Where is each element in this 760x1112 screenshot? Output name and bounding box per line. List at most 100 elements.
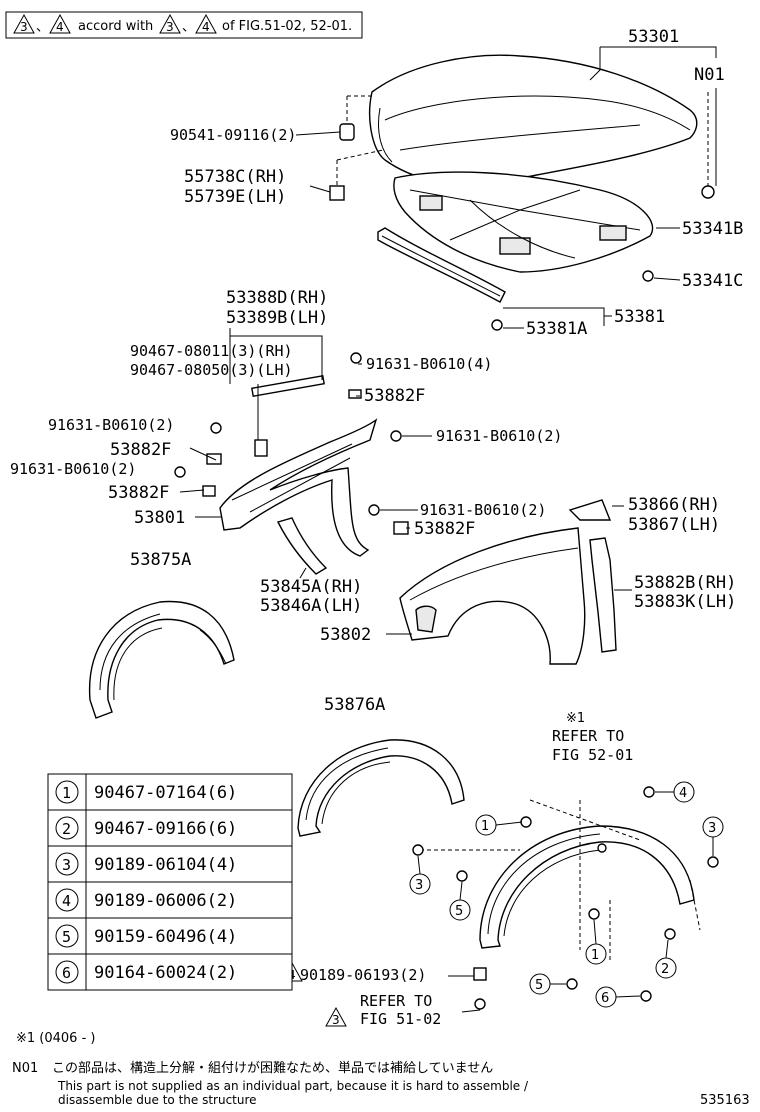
figure-number: 535163 [700,1093,750,1108]
callout-3b: 3 [708,821,716,836]
note-triangle-b: 4 [56,20,64,34]
clip-53882f-1 [348,389,362,399]
note-triangle-a: 3 [20,20,28,34]
footer-en2: disassemble due to the structure [58,1093,257,1107]
fender-liner-53876a [297,739,465,837]
footer-en1: This part is not supplied as an individu… [57,1079,529,1093]
label-90467a: 90467-08011(3)(RH) [130,342,293,360]
label-refer2-b: FIG 51-02 [360,1010,441,1028]
label-53876a: 53876A [324,695,385,715]
front-fender-panel [399,527,586,665]
label-53845a: 53845A(RH) [260,577,362,597]
hood-panel [369,54,698,186]
hood-seal-strip [377,227,506,303]
label-53882f-4: 53882F [414,519,475,539]
callout-1a: 1 [481,819,489,834]
table-row-number: 4 [62,892,71,910]
label-55739: 55739E(LH) [184,187,286,207]
label-refer1-a: REFER TO [552,727,624,745]
table-row-part-number: 90189-06006(2) [94,891,237,911]
cushion-90541 [339,123,355,141]
label-91631-2d: 91631-B0610(2) [420,501,546,519]
label-refer1-mark: ※1 [566,711,585,726]
table-callout-circle [55,960,79,984]
callout-circles: 1 1 2 3 3 4 5 5 6 [409,781,724,1008]
label-n01: N01 [694,65,725,85]
clip-53882f-3 [202,485,216,497]
table-callout-circle [55,816,79,840]
bolt-91631-4 [350,352,362,364]
table-row-number: 3 [62,856,71,874]
callout-2: 2 [661,962,669,977]
label-53846a: 53846A(LH) [260,596,362,616]
clip-53341c [642,270,654,282]
table-row-part-number: 90467-09166(6) [94,819,237,839]
note-middle: accord with [78,19,153,34]
label-53801: 53801 [134,508,185,528]
callout-1b: 1 [591,948,599,963]
table-callout-circle [55,888,79,912]
callout-5b: 5 [535,978,543,993]
table-cell-part [85,809,293,847]
table-cell-part [85,917,293,955]
table-callout-circle [55,924,79,948]
clip-53381a [491,319,503,331]
table-row-part-number: 90159-60496(4) [94,927,237,947]
callout-5a: 5 [455,904,463,919]
fender-liner-detail [420,799,701,960]
table-row-number: 1 [62,784,71,802]
label-91631-2c: 91631-B0610(2) [436,427,562,445]
fender-seal-53388 [251,374,325,398]
label-90189-06193: 90189-06193(2) [300,966,426,984]
note-triangle-d: 4 [202,20,210,34]
callout-4: 4 [679,786,687,801]
label-53381: 53381 [614,307,665,327]
fender-inner-bracket [219,374,378,557]
label-90467b: 90467-08050(3)(LH) [130,361,293,379]
note-tail: of FIG.51-02, 52-01. [222,19,352,34]
bolt-91631-2b [174,466,186,478]
bolt-91631-2d [368,504,380,516]
label-53882f-1: 53882F [364,386,425,406]
table-row-number: 5 [62,928,71,946]
leader-lines [179,46,717,1013]
table-cell-part [85,845,293,883]
label-53875a: 53875A [130,550,191,570]
bolt-n01 [701,185,715,199]
bolt-91631-2c [390,430,402,442]
footnote-refer: ※1 (0406 - ) [16,1031,95,1046]
label-91631-2b: 91631-B0610(2) [10,460,136,478]
table-row-part-number: 90189-06104(4) [94,855,237,875]
table-cell-part [85,773,293,811]
table-row-part-number: 90164-60024(2) [94,963,237,983]
label-refer2-a: REFER TO [360,992,432,1010]
footer-code: N01 [12,1061,38,1076]
fender-bracket [276,517,328,575]
note-sep-b: 、 [182,20,195,35]
fender-fasteners [174,352,409,535]
hood-fasteners [329,92,715,331]
fender-liner-53875a [88,600,235,719]
clip-53882f-4 [393,521,409,535]
fender-support-53866 [568,499,612,521]
table-callout-circle [55,780,79,804]
part-labels: 53301 N01 90541-09116(2) 55738C(RH) 5573… [10,27,743,1028]
hood-inner-panel [393,171,654,273]
label-53381a: 53381A [526,319,587,339]
label-53866: 53866(RH) [628,495,720,515]
label-tri-3: 3 [332,1013,340,1027]
bolt-91631-2a [210,422,222,434]
liner-fasteners [412,786,719,1010]
label-53802: 53802 [320,625,371,645]
note-sep-a: 、 [36,20,49,35]
table-row-number: 6 [62,964,71,982]
label-53388: 53388D(RH) [226,288,328,308]
label-53389: 53389B(LH) [226,308,328,328]
callout-3a: 3 [415,878,423,893]
table-callout-circle [55,852,79,876]
label-53883k: 53883K(LH) [634,592,736,612]
label-53867: 53867(LH) [628,515,720,535]
label-53882f-2: 53882F [110,440,171,460]
